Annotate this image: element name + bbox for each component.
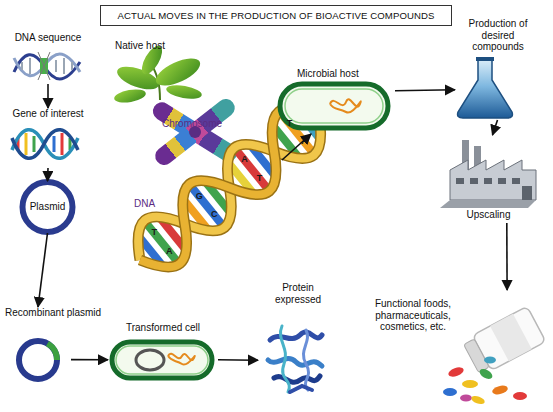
node-caption: Microbial host: [297, 68, 377, 80]
flow-arrow: [47, 168, 49, 181]
base-letter: A: [239, 154, 249, 165]
upscaling-node: Upscaling: [445, 135, 540, 223]
node-caption: DNA sequence: [8, 32, 88, 44]
flow-arrow: [493, 120, 498, 135]
step-node: Recombinant plasmid: [5, 307, 71, 379]
base-letter: G: [194, 191, 204, 202]
gene-helix-icon: [12, 130, 78, 159]
recombinant-plasmid-ring: [19, 341, 57, 379]
flask-icon: [458, 57, 513, 118]
base-letter: T: [285, 118, 295, 129]
diagram-title: ACTUAL MOVES IN THE PRODUCTION OF BIOACT…: [101, 10, 451, 21]
step-node: Gene of interest: [8, 108, 88, 168]
flow-arrow: [71, 359, 108, 361]
base-letter: C: [209, 209, 219, 220]
title-box: ACTUAL MOVES IN THE PRODUCTION OF BIOACT…: [100, 5, 452, 26]
protein-node: Protein expressed: [258, 282, 338, 397]
flow-arrow: [282, 134, 311, 160]
base-letter: A: [164, 246, 174, 257]
base-letter: T: [149, 227, 159, 238]
transformed-cell-icon: [112, 342, 212, 378]
node-caption: Gene of interest: [8, 108, 88, 120]
dna-node: ChromosomeDNA: [130, 160, 320, 275]
node-caption: Native host: [110, 40, 170, 52]
flow-arrow: [506, 223, 508, 290]
node-caption: Production of desired compounds: [461, 18, 535, 53]
node-caption: Transformed cell: [108, 322, 218, 334]
dna-sequence-icon: [14, 52, 80, 80]
factory-icon: [440, 140, 536, 208]
plant-icon: [113, 43, 204, 105]
flow-arrow: [47, 84, 49, 108]
cell-node: Transformed cell: [108, 322, 218, 382]
plasmid-node: Plasmid: [20, 181, 75, 233]
application-node: Functional foods, pharmaceuticals, cosme…: [370, 290, 548, 405]
flow-arrow: [218, 359, 258, 361]
base-letter: A: [300, 136, 310, 147]
node-caption: Functional foods, pharmaceuticals, cosme…: [370, 298, 456, 333]
flow-arrow: [38, 233, 48, 307]
protein-structure-icon: [268, 326, 322, 392]
step-node: DNA sequence: [8, 32, 88, 84]
node-caption: Chromosome: [162, 118, 232, 130]
node-caption: DNA: [134, 198, 174, 210]
product-node: Production of desired compounds: [455, 12, 540, 120]
flow-arrow: [395, 90, 455, 91]
microbial-cell-icon: [280, 84, 388, 128]
node-caption: Upscaling: [451, 209, 526, 221]
cell-node: Microbial host: [275, 62, 395, 134]
node-caption: Plasmid: [20, 201, 75, 213]
node-caption: Recombinant plasmid: [5, 307, 100, 319]
node-caption: Protein expressed: [270, 282, 326, 305]
base-letter: T: [254, 173, 264, 184]
host-node: Native host: [110, 32, 210, 104]
pills-icon: [443, 306, 546, 405]
